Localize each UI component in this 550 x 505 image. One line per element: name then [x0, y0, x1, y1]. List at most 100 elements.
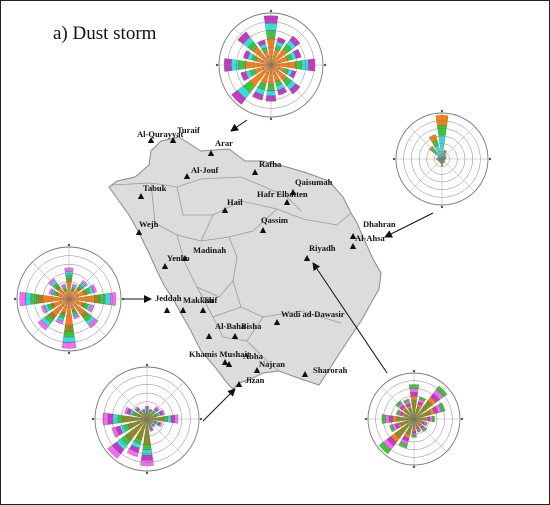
station-najran: Najran [253, 359, 285, 373]
station-label: Najran [259, 359, 285, 369]
rose-petal [398, 441, 408, 449]
station-marker-icon [349, 233, 357, 239]
compass-tick [145, 363, 149, 367]
rose-spoke [413, 418, 447, 452]
rose-petal [424, 421, 428, 427]
station-marker-icon [205, 333, 213, 339]
station-madinah: Madinah [181, 245, 226, 261]
rose-petal [141, 408, 145, 412]
rose-petal [389, 424, 395, 433]
rose-petal [395, 409, 401, 416]
station-label: Abha [243, 351, 264, 361]
compass-tick [13, 297, 17, 301]
rose-petal [73, 314, 80, 320]
station-tabuk: Tabuk [137, 183, 167, 199]
rose-spoke [270, 64, 308, 102]
rose-petal [149, 408, 153, 412]
rose-petal [438, 402, 446, 413]
rose-petal [72, 283, 78, 288]
station-label: Al-Jouf [191, 165, 219, 175]
station-sharorah: Sharorah [301, 365, 348, 377]
wind-rose-arar [215, 9, 327, 121]
station-label: Sharorah [313, 365, 348, 375]
compass-tick [364, 417, 368, 421]
station-label: Madinah [193, 245, 226, 255]
station-marker-icon [349, 243, 357, 249]
compass-tick [67, 243, 71, 247]
rose-spoke [146, 418, 184, 456]
station-qassim: Qassim [259, 215, 288, 233]
rose-petal [41, 305, 48, 314]
station-abha: Abha [225, 351, 264, 367]
station-marker-icon [253, 367, 261, 373]
rose-petal [443, 149, 447, 154]
rose-petal [90, 284, 97, 293]
station-marker-icon [161, 263, 169, 269]
rose-petal [243, 50, 251, 60]
station-label: Wadi ad-Dawasir [281, 309, 345, 319]
compass-tick [121, 297, 125, 301]
compass-tick [440, 109, 444, 113]
station-label: Tabuk [143, 183, 167, 193]
rose-spoke [32, 262, 70, 300]
station-label: Dhahran [363, 219, 396, 229]
station-rafha: Rafha [251, 159, 282, 175]
rose-spoke [441, 126, 475, 160]
wind-roses-layer [13, 9, 492, 475]
rose-petal [403, 398, 410, 404]
rose-spoke [441, 158, 475, 192]
station-marker-icon [301, 371, 309, 377]
wind-rose-jeddah [13, 243, 125, 355]
station-label: Bisha [241, 321, 262, 331]
station-marker-icon [207, 150, 215, 156]
rose-petal [443, 159, 445, 161]
station-marker-icon [181, 255, 189, 261]
rose-petal [437, 156, 440, 159]
station-label: Qassim [261, 215, 288, 225]
rose-petal [444, 156, 447, 159]
station-marker-icon [183, 173, 191, 179]
rose-petal [428, 134, 438, 143]
rose-petal [158, 422, 163, 428]
rose-spoke [381, 418, 415, 452]
rose-spoke [146, 382, 184, 420]
rose-spoke [68, 298, 106, 336]
station-dhahran: Dhahran [349, 219, 396, 239]
station-marker-icon [221, 359, 229, 365]
station-label: Taif [203, 295, 218, 305]
station-turaif: Turaif [169, 125, 200, 143]
rose-spoke [270, 28, 308, 66]
station-marker-icon [179, 307, 187, 313]
station-label: Khamis Mushait [189, 349, 250, 359]
rose-spoke [409, 126, 443, 160]
compass-tick [460, 417, 464, 421]
station-yenbo: Yenbo [161, 253, 190, 269]
station-marker-icon [169, 137, 177, 143]
station-taif: Taif [199, 295, 218, 313]
rose-petal [124, 406, 130, 415]
rose-petal [293, 48, 302, 59]
station-al-jouf: Al-Jouf [183, 165, 219, 179]
compass-tick [440, 205, 444, 209]
station-label: Riyadh [309, 243, 336, 253]
station-makkah: Makkah [179, 295, 214, 313]
station-marker-icon [303, 255, 311, 261]
panel-title: a) Dust storm [53, 23, 157, 44]
station-wejh: Wejh [135, 219, 159, 235]
country-outline [108, 136, 382, 390]
rose-spoke [234, 28, 272, 66]
station-label: Arar [215, 138, 233, 148]
compass-tick [199, 417, 203, 421]
rose-petal [437, 159, 440, 162]
station-label: Al-Qurayyat [137, 129, 183, 139]
rose-petal [60, 283, 66, 288]
station-jizan: Jizan [235, 375, 265, 387]
rose-spoke [110, 382, 148, 420]
rose-petal [240, 71, 249, 82]
rose-spoke [409, 158, 443, 192]
station-label: Al-Ahsa [355, 233, 386, 243]
pointer-arrows [123, 119, 434, 422]
